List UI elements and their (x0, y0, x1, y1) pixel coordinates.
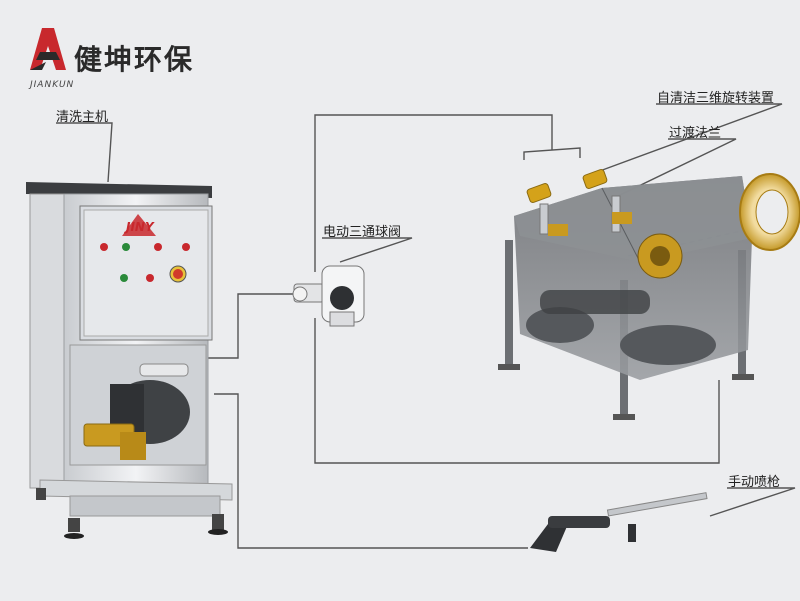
brand-name: 健坤环保 (74, 43, 195, 76)
panel-logo: JINY (126, 220, 154, 234)
label-manual-gun: 手动喷枪 (728, 475, 781, 490)
brand-subtitle: JIANKUN (30, 80, 75, 90)
indicator-light-green (120, 274, 128, 282)
manual-spray-gun (530, 492, 708, 552)
indicator-light-red (100, 243, 108, 251)
indicator-light-red (154, 243, 162, 251)
pipe-lines (56, 103, 800, 549)
label-three-way-valve: 电动三通球阀 (323, 225, 402, 240)
indicator-light-red (182, 243, 190, 251)
label-main-unit: 清洗主机 (56, 110, 109, 125)
indicator-light-green (122, 243, 130, 251)
main-cleaning-unit (26, 182, 233, 539)
transition-flange-ring (739, 173, 800, 251)
label-transition-flange: 过渡法兰 (669, 126, 722, 141)
cleaning-tank (498, 169, 754, 420)
label-rotary-device: 自清洁三维旋转装置 (657, 91, 775, 106)
brand-logo-icon (30, 28, 66, 70)
three-way-valve (292, 265, 365, 327)
indicator-light-red (146, 274, 154, 282)
